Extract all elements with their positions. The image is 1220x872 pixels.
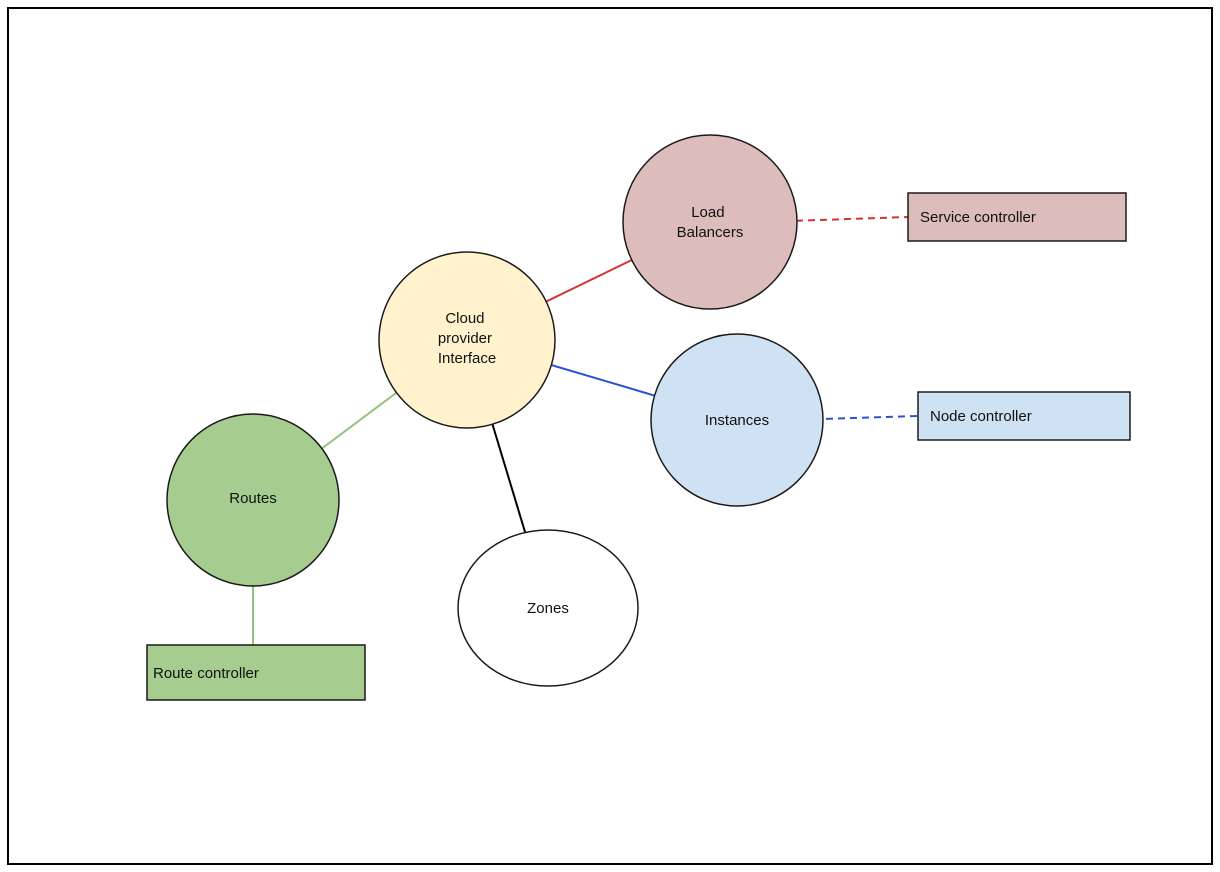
routes-label: Routes	[229, 490, 277, 507]
cloud-label-line3: Interface	[438, 350, 496, 367]
zones-label: Zones	[527, 600, 569, 617]
zones-node	[457, 529, 639, 687]
instances-label: Instances	[705, 412, 769, 429]
cloud-provider-interface-label: Cloud provider Interface	[438, 310, 496, 367]
load-balancers-label-line2: Balancers	[677, 224, 744, 241]
load-balancers-label: Load Balancers	[677, 204, 744, 241]
service-controller-label: Service controller	[920, 209, 1036, 226]
instances-node	[650, 333, 824, 507]
load-balancers-label-line1: Load	[691, 204, 724, 221]
route-controller-box	[146, 644, 366, 701]
cloud-label-line1: Cloud	[445, 310, 484, 327]
cloud-provider-interface-node	[378, 251, 556, 429]
edge-instances-to-node-controller	[789, 415, 919, 421]
cloud-label-line2: provider	[438, 330, 492, 347]
diagram-border	[7, 7, 1213, 865]
node-controller-label: Node controller	[930, 408, 1032, 425]
load-balancers-node	[622, 134, 798, 310]
node-controller-box	[917, 391, 1131, 441]
service-controller-box	[907, 192, 1127, 242]
route-controller-label: Route controller	[153, 665, 259, 682]
routes-node	[166, 413, 340, 587]
